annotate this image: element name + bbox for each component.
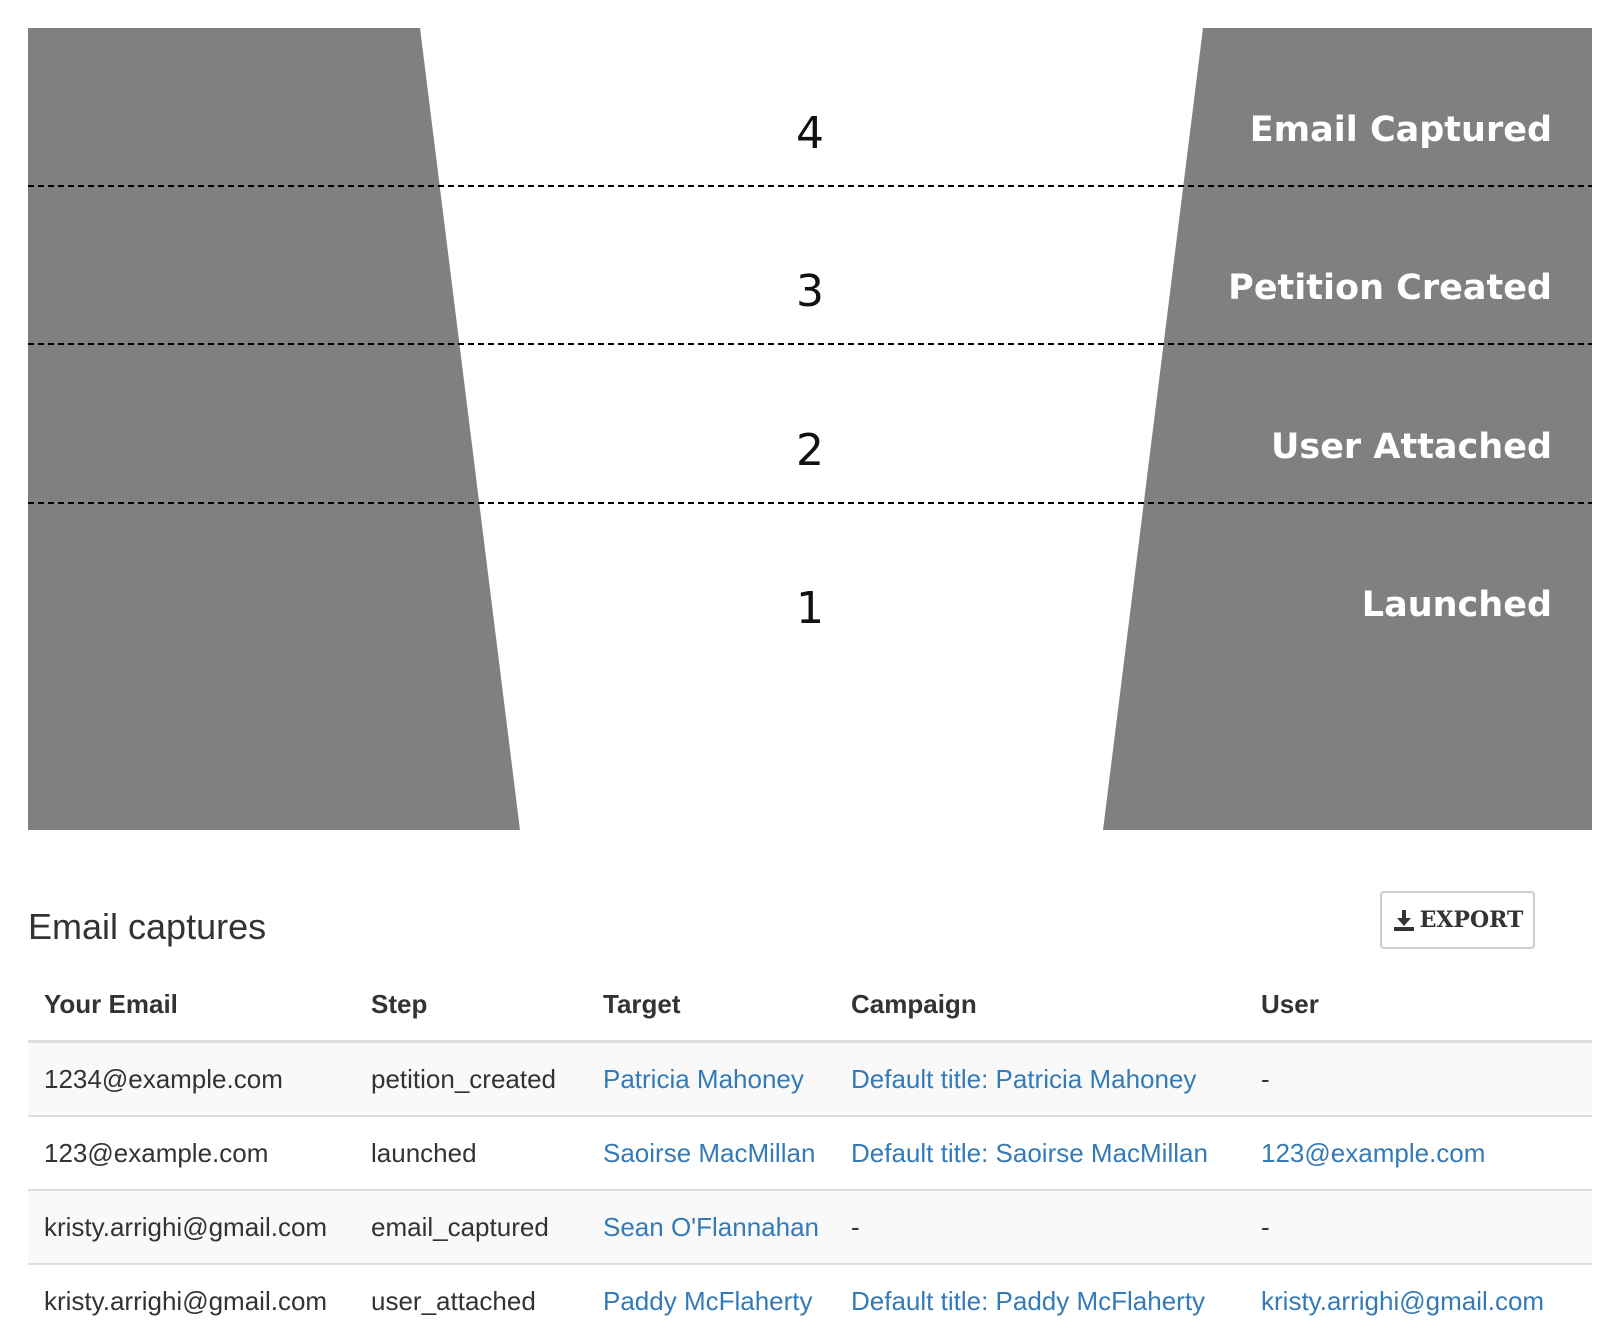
cell-user: - [1245,1040,1592,1116]
campaign-link[interactable]: Default title: Patricia Mahoney [851,1063,1197,1094]
funnel-left-side [28,28,520,830]
target-link[interactable]: Patricia Mahoney [603,1063,804,1094]
download-icon [1393,910,1414,931]
table-row: kristy.arrighi@gmail.com email_captured … [28,1189,1592,1264]
column-header-email: Your Email [28,968,355,1043]
column-header-step: Step [355,968,587,1043]
cell-step: user_attached [355,1263,587,1337]
cell-email: kristy.arrighi@gmail.com [28,1263,355,1337]
column-header-campaign: Campaign [835,968,1246,1043]
funnel-chart: 4 Email Captured 3 Petition Created 2 Us… [28,28,1592,830]
target-link[interactable]: Paddy McFlaherty [603,1285,813,1316]
target-link[interactable]: Saoirse MacMillan [603,1137,816,1168]
stage-count-launched: 1 [796,583,824,634]
table-row: 1234@example.com petition_created Patric… [28,1040,1592,1116]
cell-user: - [1245,1189,1592,1264]
cell-step: launched [355,1115,587,1190]
target-link[interactable]: Sean O'Flannahan [603,1211,820,1242]
cell-step: petition_created [355,1040,587,1116]
column-header-user: User [1245,968,1592,1043]
email-captures-table: Your Email Step Target Campaign User 123… [28,968,1592,1337]
cell-campaign: - [835,1189,1246,1264]
stage-count-petition-created: 3 [796,266,824,317]
cell-step: email_captured [355,1189,587,1264]
cell-email: 123@example.com [28,1115,355,1190]
table-row: 123@example.com launched Saoirse MacMill… [28,1115,1592,1190]
campaign-link[interactable]: Default title: Paddy McFlaherty [851,1285,1206,1316]
stage-label-user-attached: User Attached [1270,427,1552,467]
stage-count-email-captured: 4 [796,108,824,159]
funnel-graphic [28,28,1592,830]
stage-label-email-captured: Email Captured [1249,110,1552,150]
export-button[interactable]: EXPORT [1380,891,1535,949]
cell-email: 1234@example.com [28,1040,355,1116]
funnel-right-side [1103,28,1592,830]
stage-count-user-attached: 2 [796,425,824,476]
table-header-row: Your Email Step Target Campaign User [28,968,1592,1043]
export-label: EXPORT [1419,907,1524,933]
table-row: kristy.arrighi@gmail.com user_attached P… [28,1263,1592,1337]
stage-label-launched: Launched [1361,585,1552,625]
cell-email: kristy.arrighi@gmail.com [28,1189,355,1264]
user-link[interactable]: kristy.arrighi@gmail.com [1261,1285,1545,1316]
section-title: Email captures [28,906,267,947]
column-header-target: Target [587,968,836,1043]
stage-label-petition-created: Petition Created [1228,268,1552,308]
campaign-link[interactable]: Default title: Saoirse MacMillan [851,1137,1208,1168]
user-link[interactable]: 123@example.com [1261,1137,1486,1168]
